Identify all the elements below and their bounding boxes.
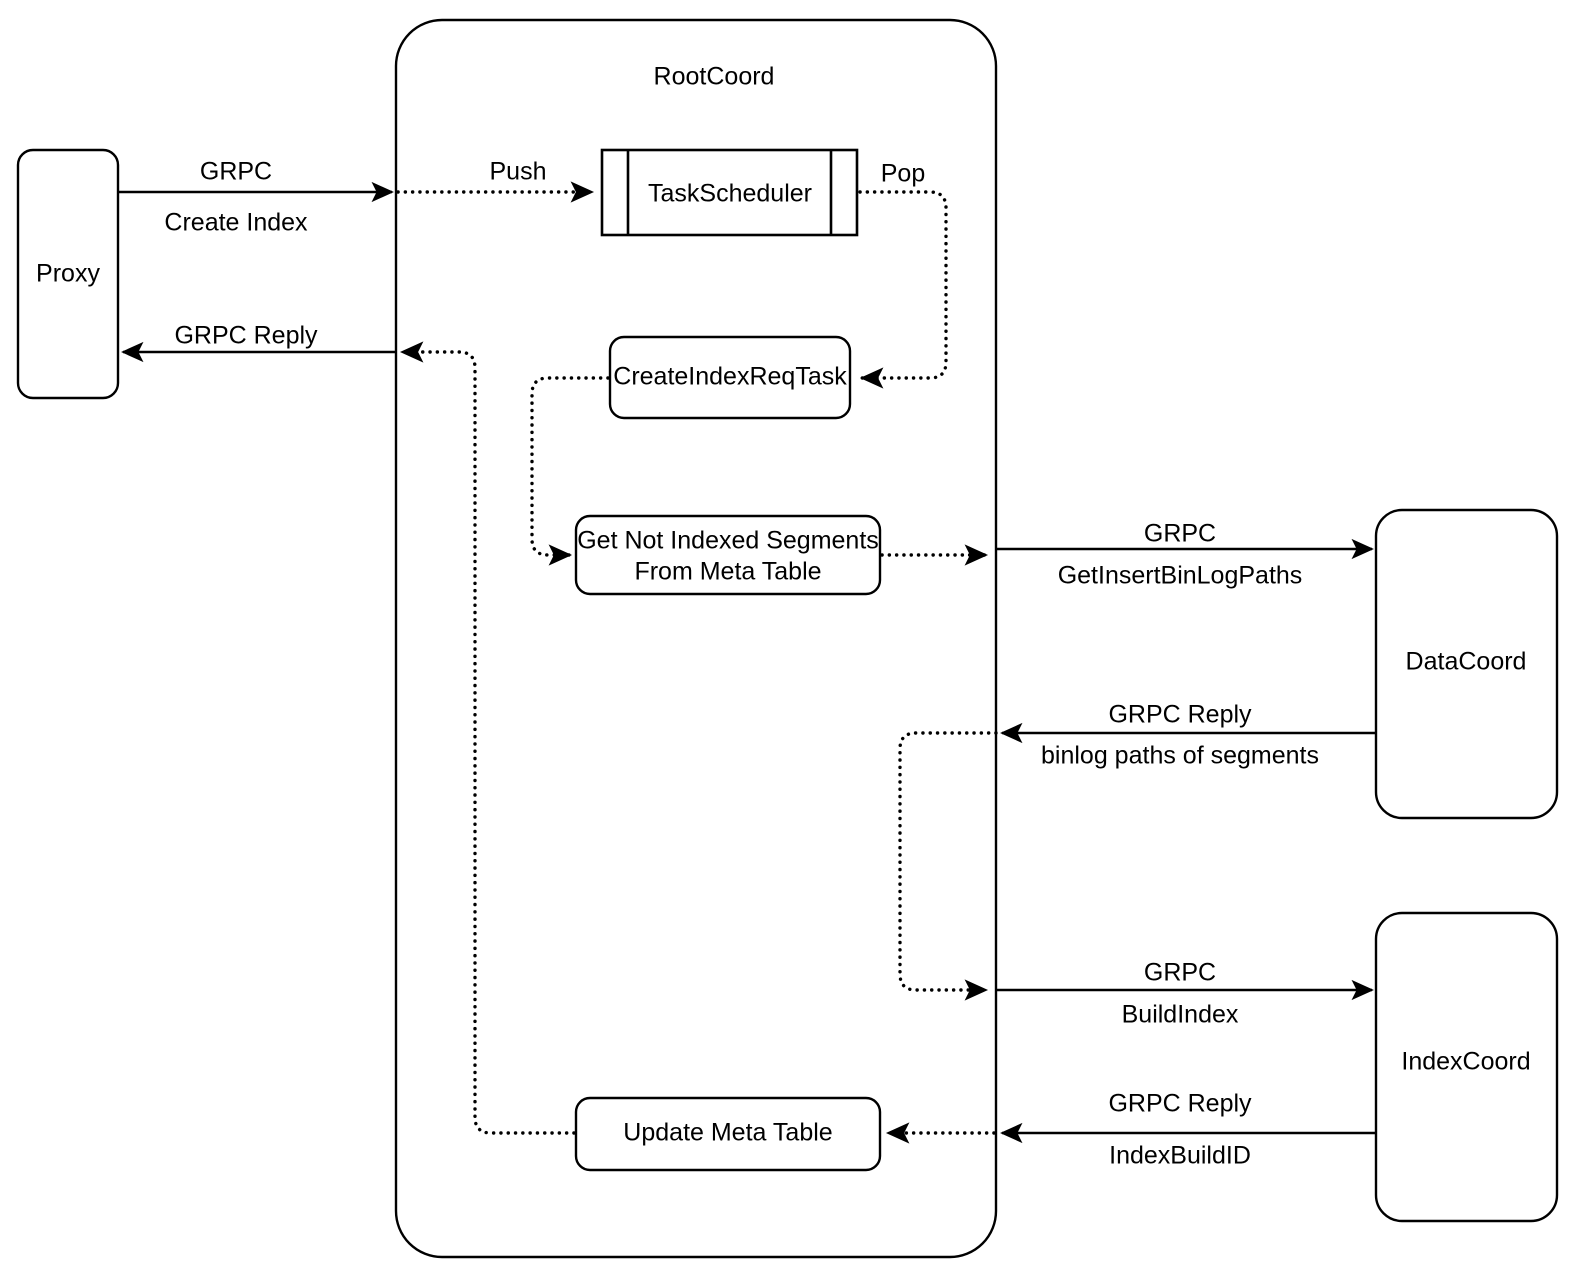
edge-label-grpc-indexcoord: GRPC bbox=[1144, 959, 1216, 987]
edge-label-grpc-reply-indexcoord: GRPC Reply bbox=[1108, 1090, 1252, 1118]
createindexreqtask-box bbox=[608, 335, 852, 420]
edge-internal-u-connector[interactable] bbox=[898, 731, 998, 1001]
edge-label-pop: Pop bbox=[881, 160, 925, 188]
edge-label-grpc-reply-proxy: GRPC Reply bbox=[174, 322, 318, 350]
node-get-not-indexed-segments[interactable]: Get Not Indexed Segments From Meta Table bbox=[574, 514, 882, 596]
indexcoord-box bbox=[1374, 911, 1559, 1223]
indexcoord-label: IndexCoord bbox=[1401, 1048, 1530, 1076]
rootcoord-title: RootCoord bbox=[654, 63, 775, 91]
edge-updatemetatable-to-reply[interactable] bbox=[399, 341, 576, 1135]
node-taskscheduler[interactable]: TaskScheduler bbox=[600, 148, 859, 237]
edge-proxy-to-rootcoord[interactable]: GRPC Create Index bbox=[118, 158, 394, 237]
edge-label-create-index: Create Index bbox=[164, 209, 308, 237]
edge-label-grpc-create: GRPC bbox=[200, 158, 272, 186]
edge-label-buildindex: BuildIndex bbox=[1122, 1001, 1239, 1029]
updatemetatable-to-reply-line bbox=[399, 341, 576, 1135]
internal-u-connector-line bbox=[898, 731, 998, 1001]
edge-rootcoord-to-datacoord[interactable]: GRPC GetInsertBinLogPaths bbox=[996, 520, 1374, 590]
edge-push[interactable]: Push bbox=[396, 158, 595, 203]
edge-datacoord-reply[interactable]: GRPC Reply binlog paths of segments bbox=[1000, 701, 1376, 770]
taskscheduler-box bbox=[600, 148, 859, 237]
edge-pop[interactable]: Pop bbox=[858, 160, 948, 389]
get-not-indexed-segments-box bbox=[574, 514, 882, 596]
taskscheduler-label: TaskScheduler bbox=[648, 180, 812, 208]
rootcoord-boundary bbox=[394, 18, 998, 1259]
edge-label-grpc-datacoord: GRPC bbox=[1144, 520, 1216, 548]
edge-indexcoord-reply[interactable]: GRPC Reply IndexBuildID bbox=[1000, 1090, 1376, 1170]
node-update-meta-table[interactable]: Update Meta Table bbox=[574, 1096, 882, 1172]
proxy-label: Proxy bbox=[36, 260, 100, 288]
get-not-indexed-segments-label-line1: Get Not Indexed Segments bbox=[577, 527, 879, 555]
node-indexcoord[interactable]: IndexCoord bbox=[1374, 911, 1559, 1223]
get-not-indexed-segments-label-line2: From Meta Table bbox=[634, 558, 821, 586]
node-datacoord[interactable]: DataCoord bbox=[1374, 508, 1559, 820]
edge-label-indexbuildid: IndexBuildID bbox=[1109, 1142, 1251, 1170]
edge-createindexreqtask-to-getsegments[interactable] bbox=[530, 376, 610, 566]
edge-label-grpc-reply-datacoord: GRPC Reply bbox=[1108, 701, 1252, 729]
datacoord-label: DataCoord bbox=[1406, 648, 1527, 676]
datacoord-box bbox=[1374, 508, 1559, 820]
createindexreqtask-label: CreateIndexReqTask bbox=[613, 363, 847, 391]
edge-rootcoord-to-indexcoord[interactable]: GRPC BuildIndex bbox=[996, 959, 1374, 1029]
edge-label-getinsertbinlogpaths: GetInsertBinLogPaths bbox=[1058, 562, 1303, 590]
edge-label-binlog-paths: binlog paths of segments bbox=[1041, 742, 1319, 770]
edge-label-push: Push bbox=[490, 158, 547, 186]
pop-line bbox=[858, 190, 948, 389]
update-meta-table-box bbox=[574, 1096, 882, 1172]
edge-rootcoord-to-proxy[interactable]: GRPC Reply bbox=[121, 322, 396, 363]
proxy-box bbox=[16, 148, 120, 400]
node-createindexreqtask[interactable]: CreateIndexReqTask bbox=[608, 335, 852, 420]
node-proxy[interactable]: Proxy bbox=[16, 148, 120, 400]
container-rootcoord[interactable]: RootCoord bbox=[394, 18, 998, 1259]
createindexreqtask-to-getsegments-line bbox=[530, 376, 610, 566]
update-meta-table-label: Update Meta Table bbox=[623, 1119, 832, 1147]
